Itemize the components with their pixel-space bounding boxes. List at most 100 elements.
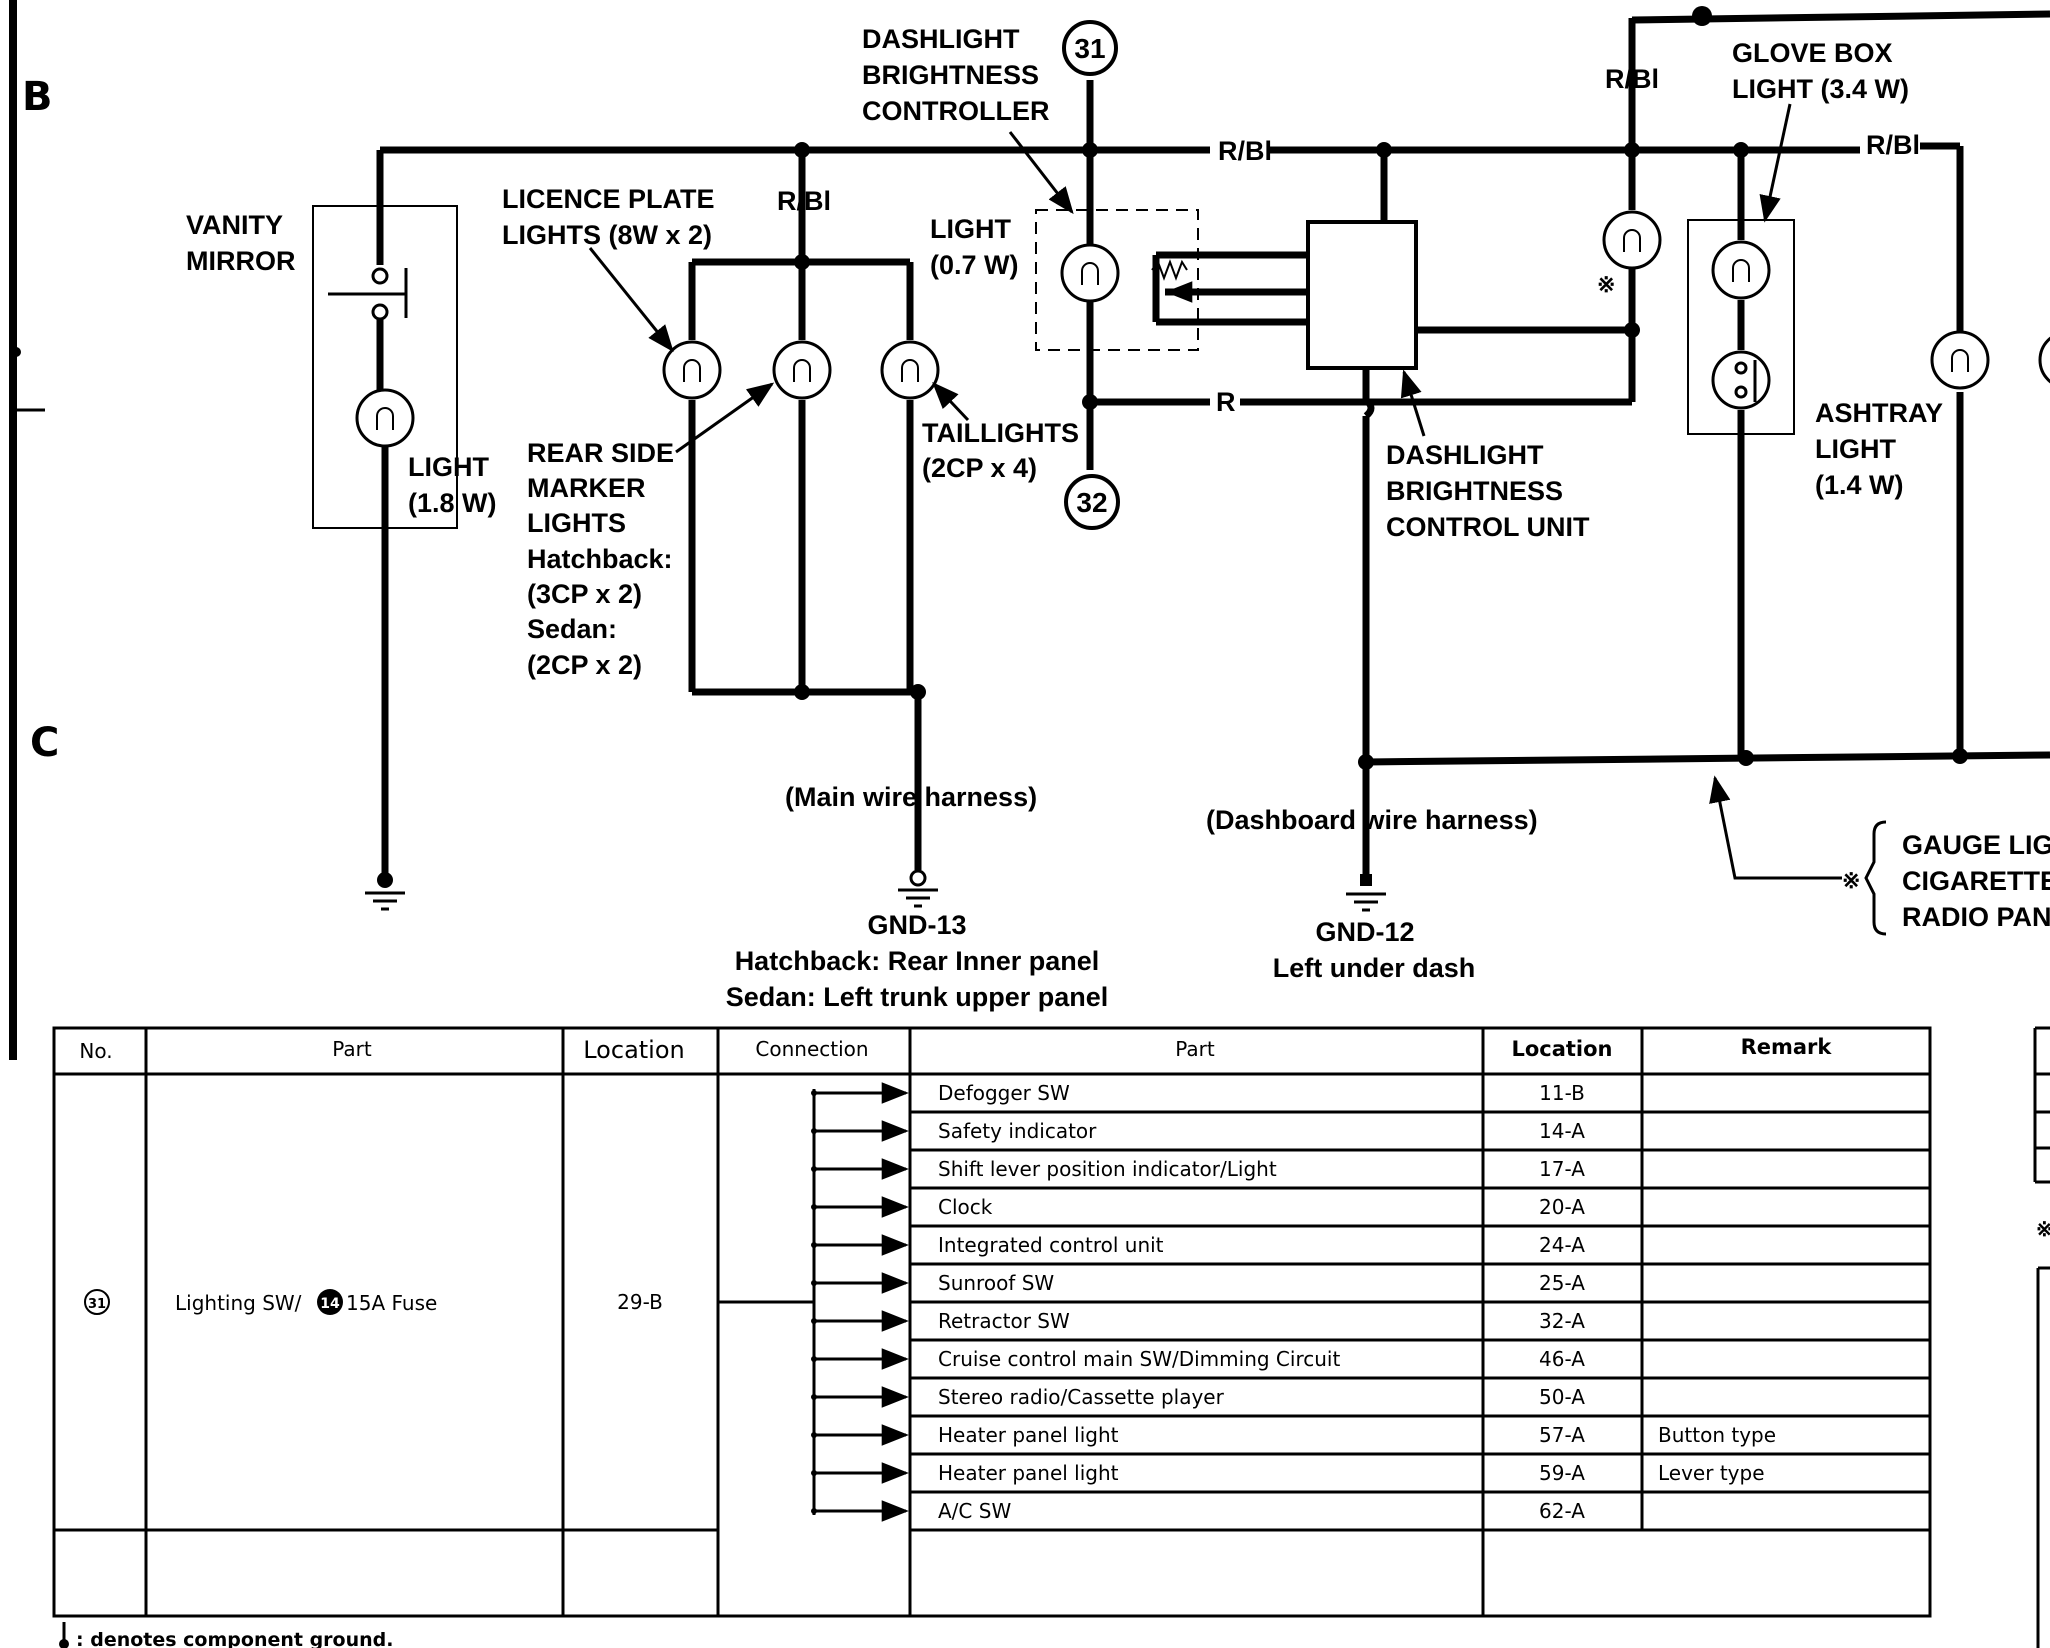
- table-row-location: 59-A: [1539, 1461, 1585, 1485]
- table-row-part: Heater panel light: [938, 1461, 1119, 1485]
- svg-text:Sedan: Left trunk upper panel: Sedan: Left trunk upper panel: [726, 982, 1109, 1012]
- label-gnd13: GND-13 Hatchback: Rear Inner panel Sedan…: [726, 910, 1109, 1012]
- svg-text:CONTROL UNIT: CONTROL UNIT: [1386, 512, 1590, 542]
- table-row-part: Heater panel light: [938, 1423, 1119, 1447]
- svg-text:TAILLIGHTS: TAILLIGHTS: [922, 418, 1079, 448]
- table-row-location: 20-A: [1539, 1195, 1585, 1219]
- svg-text:LIGHTS (8W x 2): LIGHTS (8W x 2): [502, 220, 712, 250]
- header-location: Location: [583, 1036, 685, 1064]
- svg-text:Hatchback:: Hatchback:: [527, 544, 673, 574]
- ground-gnd12: [1346, 874, 1386, 912]
- bulb-ashtray: [1711, 350, 1771, 410]
- label-vanity-mirror: VANITY MIRROR: [186, 210, 296, 276]
- label-licence-plate: LICENCE PLATE LIGHTS (8W x 2): [502, 184, 715, 250]
- svg-text:RADIO PAN: RADIO PAN: [1902, 902, 2050, 932]
- dashlight-controller: [1035, 209, 1200, 351]
- svg-text:GND-12: GND-12: [1315, 917, 1414, 947]
- footnote: : denotes component ground.: [59, 1622, 393, 1648]
- section-label-c: C: [30, 720, 59, 766]
- svg-text:(2CP x 2): (2CP x 2): [527, 650, 642, 680]
- label-taillights: TAILLIGHTS (2CP x 4): [922, 418, 1079, 483]
- connection-junction: [811, 1090, 817, 1096]
- leader-arrows: [588, 103, 1842, 880]
- bulb-glove-box: [1711, 240, 1771, 300]
- header-part-2: Part: [1175, 1037, 1215, 1061]
- svg-text:32: 32: [1076, 487, 1107, 518]
- label-main-harness: (Main wire harness): [785, 782, 1037, 812]
- ground-vanity: [365, 872, 405, 911]
- svg-text:MIRROR: MIRROR: [186, 246, 296, 276]
- table-row-part: Shift lever position indicator/Light: [938, 1157, 1277, 1181]
- svg-text:LICENCE PLATE: LICENCE PLATE: [502, 184, 715, 214]
- connection-junction: [811, 1470, 817, 1476]
- header-no: No.: [79, 1039, 112, 1063]
- bulb-gauge: [1602, 210, 1662, 270]
- table-row-part: Integrated control unit: [938, 1233, 1164, 1257]
- connection-table: [52, 1026, 1932, 1618]
- svg-text:GLOVE BOX: GLOVE BOX: [1732, 38, 1893, 68]
- svg-text:31: 31: [88, 1297, 106, 1312]
- svg-text:GND-13: GND-13: [867, 910, 966, 940]
- svg-text:DASHLIGHT: DASHLIGHT: [862, 24, 1020, 54]
- label-ashtray: ASHTRAY LIGHT (1.4 W): [1815, 398, 1943, 500]
- source-location: 29-B: [617, 1290, 663, 1314]
- svg-text:CONTROLLER: CONTROLLER: [862, 96, 1049, 126]
- connection-junction: [811, 1356, 817, 1362]
- connection-junction: [811, 1242, 817, 1248]
- header-remark: Remark: [1741, 1035, 1833, 1059]
- svg-text:BRIGHTNESS: BRIGHTNESS: [862, 60, 1039, 90]
- svg-text:(1.4 W): (1.4 W): [1815, 470, 1904, 500]
- table-row-part: Sunroof SW: [938, 1271, 1054, 1295]
- svg-text:※: ※: [2036, 1219, 2050, 1241]
- label-dash-unit: DASHLIGHT BRIGHTNESS CONTROL UNIT: [1386, 440, 1590, 542]
- table-row-part: Retractor SW: [938, 1309, 1070, 1333]
- label-glove-box: GLOVE BOX LIGHT (3.4 W): [1732, 38, 1909, 104]
- table-row-location: 46-A: [1539, 1347, 1585, 1371]
- svg-text:CIGARETTE: CIGARETTE: [1902, 866, 2050, 896]
- label-vanity-light: LIGHT (1.8 W): [408, 452, 497, 518]
- header-connection: Connection: [755, 1037, 868, 1061]
- connector-32: 32: [1064, 474, 1120, 530]
- label-dash-controller: DASHLIGHT BRIGHTNESS CONTROLLER: [862, 24, 1049, 126]
- svg-text:(3CP x 2): (3CP x 2): [527, 579, 642, 609]
- junction-dots: [794, 6, 1968, 770]
- svg-text:: denotes component ground.: : denotes component ground.: [76, 1629, 393, 1648]
- bulb-licence-plate: [662, 340, 722, 400]
- fuse-number-badge: 14: [317, 1289, 343, 1315]
- connection-junction: [811, 1166, 817, 1172]
- source-no: 31: [84, 1289, 110, 1315]
- connection-junction: [811, 1318, 817, 1324]
- margin-dot: [11, 347, 21, 357]
- svg-text:(0.7 W): (0.7 W): [930, 250, 1019, 280]
- table-row-part: Safety indicator: [938, 1119, 1097, 1143]
- connection-junction: [811, 1128, 817, 1134]
- svg-text:MARKER: MARKER: [527, 473, 646, 503]
- table-row-location: 62-A: [1539, 1499, 1585, 1523]
- table-row-location: 11-B: [1539, 1081, 1585, 1105]
- connection-junction: [811, 1432, 817, 1438]
- vanity-mirror-box: [312, 205, 458, 529]
- wire-color-r-bl-4: R/Bl: [1866, 130, 1920, 160]
- wire-color-r: R: [1216, 387, 1236, 417]
- svg-text:LIGHT (3.4 W): LIGHT (3.4 W): [1732, 74, 1909, 104]
- label-gauge-note: ※ GAUGE LIG CIGARETTE RADIO PAN: [1842, 820, 2050, 936]
- svg-text:DASHLIGHT: DASHLIGHT: [1386, 440, 1544, 470]
- svg-text:LIGHTS: LIGHTS: [527, 508, 626, 538]
- table-row-location: 17-A: [1539, 1157, 1585, 1181]
- label-dash-light: LIGHT (0.7 W): [930, 214, 1019, 280]
- svg-text:LIGHT: LIGHT: [408, 452, 489, 482]
- table-row-location: 24-A: [1539, 1233, 1585, 1257]
- svg-text:Hatchback: Rear Inner panel: Hatchback: Rear Inner panel: [735, 946, 1100, 976]
- partial-right-table: ※: [2033, 1026, 2050, 1648]
- svg-text:31: 31: [1074, 33, 1105, 64]
- table-row-part: A/C SW: [938, 1499, 1011, 1523]
- connection-junction: [811, 1394, 817, 1400]
- svg-text:VANITY: VANITY: [186, 210, 283, 240]
- connection-junction: [811, 1280, 817, 1286]
- wire-color-r-bl-1: R/Bl: [1218, 136, 1272, 166]
- table-row-location: 14-A: [1539, 1119, 1585, 1143]
- reference-mark: ※: [1597, 272, 1615, 297]
- table-row-remark: Lever type: [1658, 1461, 1765, 1485]
- bulb-vanity: [355, 388, 415, 448]
